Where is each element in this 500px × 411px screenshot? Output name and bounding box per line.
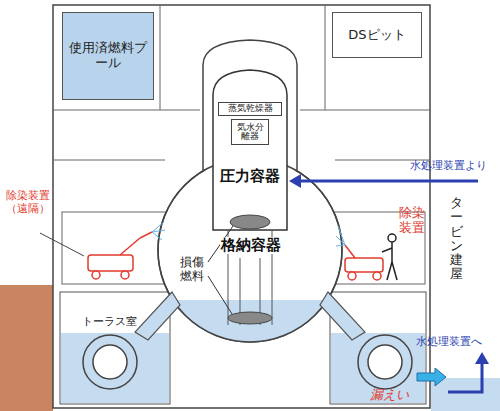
damaged-fuel <box>230 215 270 229</box>
fuel-label: 損傷燃料 <box>180 256 206 284</box>
spray <box>152 222 165 240</box>
leak-label: 漏えい <box>370 388 409 403</box>
torus <box>83 335 412 389</box>
inflow-label: 水処理装置より <box>410 160 487 173</box>
outflow-arrow <box>448 362 482 392</box>
leader-line <box>40 233 84 256</box>
containment-label: 格納容器 <box>220 237 282 254</box>
decon-device <box>345 245 383 280</box>
node-text: 圧力容器 <box>213 168 287 185</box>
vent-pipes <box>135 292 365 340</box>
building-label: タービン建屋 <box>450 196 463 282</box>
damaged-fuel <box>228 312 272 324</box>
inflow-arrow <box>298 180 478 183</box>
pressure-vessel <box>213 70 287 230</box>
torus-label: トーラス室 <box>82 316 137 329</box>
separator-box: 気水分離器 <box>231 119 269 145</box>
building-outline <box>53 5 430 408</box>
worker <box>382 234 397 280</box>
water <box>431 378 500 411</box>
outflow-label: 水処理装置へ <box>416 336 482 349</box>
pool-box: 使用済燃料プール <box>62 12 154 100</box>
node-text: 蒸気乾燥器 <box>228 104 273 113</box>
node-text: 気水分離器 <box>233 123 267 142</box>
node-text: DSピット <box>348 28 405 43</box>
decon-label: 除染装置 <box>399 206 426 236</box>
ground <box>0 285 53 411</box>
decon-label: 除染装置（遠隔） <box>6 190 52 215</box>
vessel-node: 圧力容器 蒸気乾燥器気水分離器 <box>213 80 287 230</box>
remote-decon-device <box>88 232 152 279</box>
dryer-box: 蒸気乾燥器 <box>218 102 282 116</box>
leak-arrow <box>417 368 446 386</box>
node-text: 使用済燃料プール <box>67 41 149 71</box>
pit-box: DSピット <box>332 12 422 58</box>
floors <box>53 5 430 284</box>
